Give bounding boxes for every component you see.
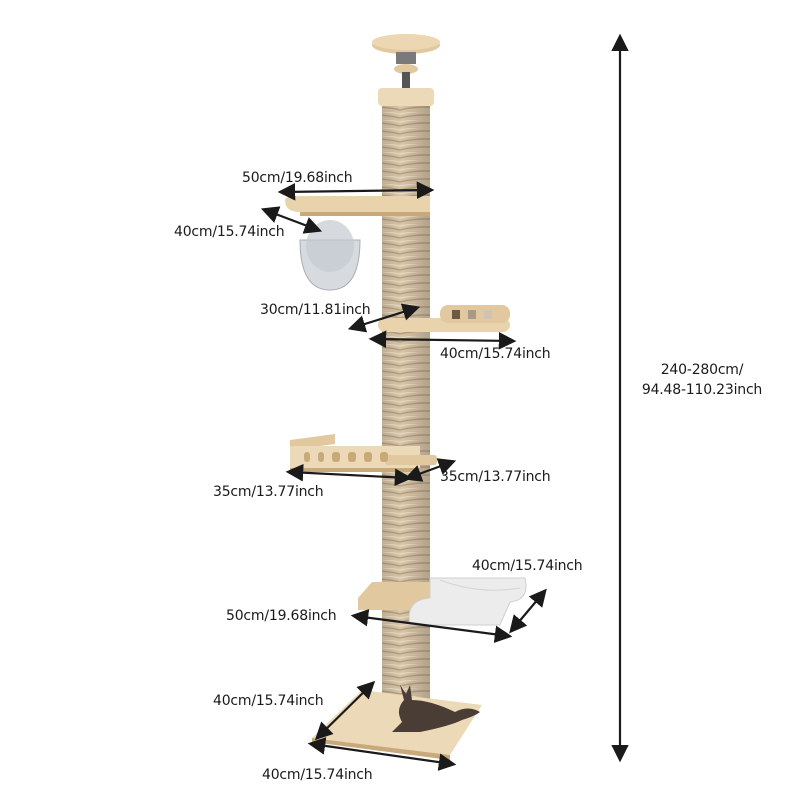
base-board <box>312 690 482 760</box>
total-height-label: 240-280cm/ 94.48-110.23inch <box>632 360 772 400</box>
hammock-width-label: 50cm/19.68inch <box>226 608 337 624</box>
ceiling-mount <box>372 34 440 88</box>
basket-width-label: 35cm/13.77inch <box>213 484 324 500</box>
base-width-label: 40cm/15.74inch <box>262 767 373 783</box>
cat-figure <box>392 685 480 732</box>
top-platform-width-label: 50cm/19.68inch <box>242 170 353 186</box>
top-bowl-depth-label: 40cm/15.74inch <box>174 224 285 240</box>
base-depth-label: 40cm/15.74inch <box>213 693 324 709</box>
round-bed-width-label: 40cm/15.74inch <box>440 346 551 362</box>
total-height-inch: 94.48-110.23inch <box>641 382 763 398</box>
total-height-cm: 240-280cm/ <box>660 362 744 378</box>
round-bed-depth-label: 30cm/11.81inch <box>260 302 371 318</box>
hammock-depth-label: 40cm/15.74inch <box>472 558 583 574</box>
basket-depth-label: 35cm/13.77inch <box>440 469 551 485</box>
dimension-arrows <box>260 33 629 771</box>
